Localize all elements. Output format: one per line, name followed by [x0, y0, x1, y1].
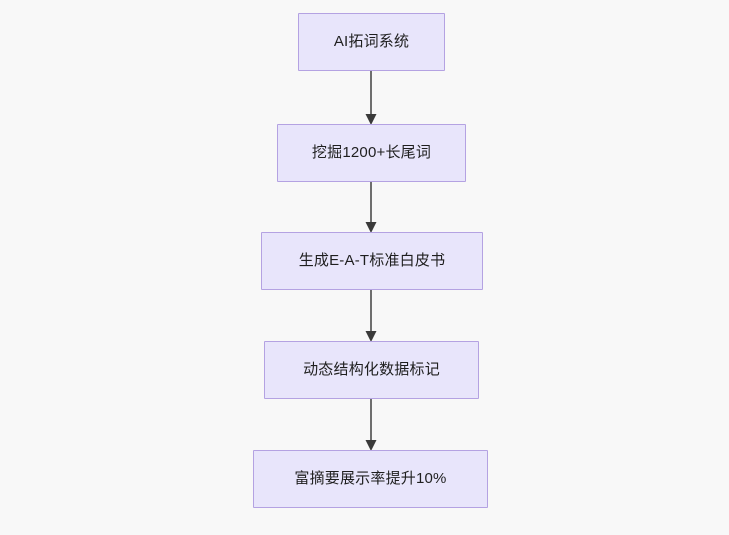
edge-n2-n3 [365, 177, 377, 233]
flow-node-mine-longtail-keywords[interactable]: 挖掘1200+长尾词 [277, 124, 466, 182]
edge-n3-n4 [365, 285, 377, 342]
flow-node-label: 生成E-A-T标准白皮书 [298, 252, 446, 269]
edge-n1-n2 [365, 66, 377, 125]
flow-node-label: AI拓词系统 [333, 33, 410, 50]
flow-node-label: 挖掘1200+长尾词 [311, 144, 432, 161]
flow-node-generate-eat-whitepaper[interactable]: 生成E-A-T标准白皮书 [261, 232, 483, 290]
flow-node-dynamic-structured-data-markup[interactable]: 动态结构化数据标记 [264, 341, 479, 399]
flow-node-rich-snippet-impression-uplift[interactable]: 富摘要展示率提升10% [253, 450, 488, 508]
edge-n4-n5 [365, 394, 377, 451]
flow-node-ai-keyword-system[interactable]: AI拓词系统 [298, 13, 445, 71]
flow-node-label: 动态结构化数据标记 [303, 361, 440, 378]
flow-node-label: 富摘要展示率提升10% [294, 470, 447, 487]
